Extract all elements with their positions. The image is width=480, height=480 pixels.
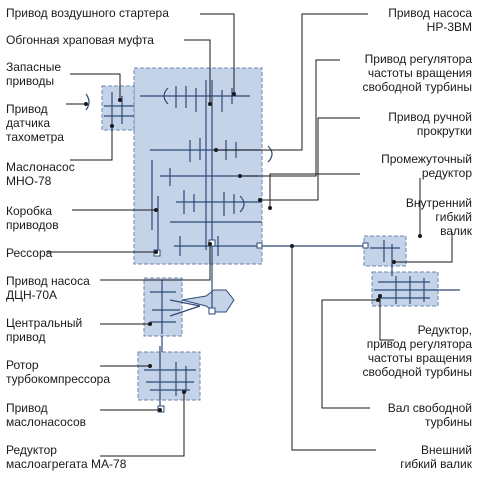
housing-blocks (101, 67, 439, 401)
intermediate-reducer-housing (363, 235, 407, 267)
label-free-turbine-speed-governor-drive: Привод регулятора частоты вращения свобо… (362, 52, 472, 94)
mechanism (104, 80, 460, 410)
label-inner-flexible-shaft: Внутренний гибкий валик (405, 196, 472, 238)
label-tachometer-sensor-drive: Привод датчика тахометра (6, 102, 64, 144)
label-free-turbine-shaft: Вал свободной турбины (387, 401, 472, 429)
governor-reducer-housing (371, 271, 439, 307)
label-manual-cranking-drive: Привод ручной прокрутки (388, 110, 472, 138)
label-oil-pumps-drive: Привод маслонасосов (6, 401, 87, 429)
label-intermediate-reducer: Промежуточный редуктор (381, 152, 472, 180)
spare-drive-housing (101, 85, 135, 131)
leader-lines (46, 13, 453, 457)
label-oil-unit-reducer: Редуктор маслоагрегата МА-78 (6, 443, 127, 471)
label-drive-gearbox: Коробка приводов (6, 204, 59, 232)
label-spring-shaft: Рессора (6, 246, 53, 260)
label-pump-nr3vm-drive: Привод насоса НР-3ВМ (388, 6, 472, 34)
label-spare-drives: Запасные приводы (6, 60, 62, 88)
label-air-starter-drive: Привод воздушного стартера (6, 6, 169, 20)
turbocompressor-rotor-shape (181, 289, 235, 313)
oil-unit-reducer-housing (137, 351, 201, 401)
label-overrunning-ratchet-clutch: Обгонная храповая муфта (6, 33, 154, 47)
central-drive-housing (143, 277, 183, 337)
label-outer-flexible-shaft: Внешний гибкий валик (400, 443, 472, 471)
drive-gearbox-housing (133, 67, 263, 265)
label-oil-pump-mno78: Маслонасос МНО-78 (6, 160, 75, 188)
label-turbocompressor-rotor: Ротор турбокомпрессора (6, 358, 111, 386)
label-pump-dcn70a-drive: Привод насоса ДЦН-70А (6, 274, 90, 302)
label-governor-reducer: Редуктор, привод регулятора частоты вращ… (362, 323, 472, 379)
label-central-drive: Центральный привод (6, 316, 83, 344)
rotation-arrows (85, 87, 273, 213)
